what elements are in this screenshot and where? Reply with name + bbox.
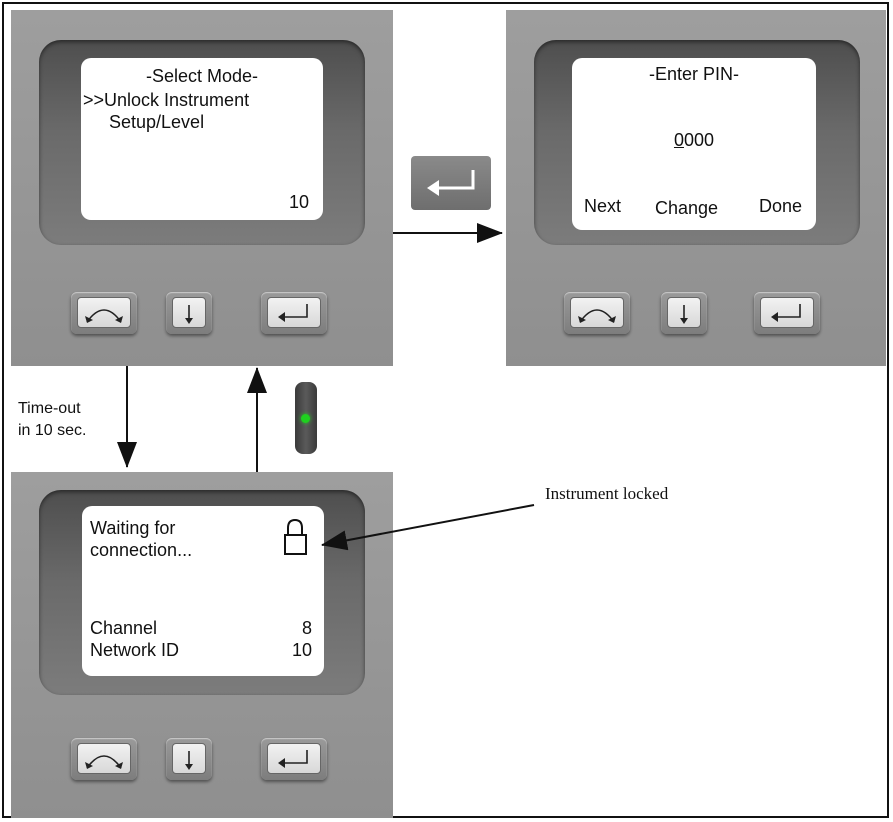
rotate-button[interactable] xyxy=(564,292,630,334)
waiting-screen: Waiting for connection... Channel 8 Netw… xyxy=(82,506,324,676)
softkey-next[interactable]: Next xyxy=(584,196,622,216)
down-button[interactable] xyxy=(661,292,707,334)
enter-arrow-icon xyxy=(771,304,801,322)
enter-button[interactable] xyxy=(261,292,327,334)
rotate-button[interactable] xyxy=(71,738,137,780)
softkey-done[interactable]: Done xyxy=(759,196,803,216)
timeout-label: Time-out in 10 sec. xyxy=(18,400,87,439)
softkey-change[interactable]: Change xyxy=(655,198,719,218)
rotate-button[interactable] xyxy=(71,292,137,334)
curved-arrow-icon xyxy=(85,309,123,323)
enter-button[interactable] xyxy=(754,292,820,334)
enter-pin-screen: -Enter PIN- 0000 Next Change Done xyxy=(572,58,816,230)
radio-module xyxy=(295,382,317,454)
enter-arrow-icon xyxy=(427,170,475,196)
instrument-locked-label: Instrument locked xyxy=(545,484,669,503)
enter-arrow-icon xyxy=(278,750,308,768)
network-id-label: Network ID xyxy=(90,640,180,660)
channel-label: Channel xyxy=(90,618,158,638)
enter-button[interactable] xyxy=(261,738,327,780)
down-button[interactable] xyxy=(166,292,212,334)
select-mode-screen: -Select Mode- >>Unlock Instrument Setup/… xyxy=(81,58,323,220)
enter-arrow-icon xyxy=(278,304,308,322)
unlock-instrument-option[interactable]: >>Unlock Instrument xyxy=(83,90,250,110)
down-arrow-icon xyxy=(185,305,193,324)
network-id-value: 10 xyxy=(291,640,312,660)
select-mode-title: -Select Mode- xyxy=(145,66,259,86)
down-arrow-icon xyxy=(680,305,688,324)
enter-pin-title: -Enter PIN- xyxy=(648,64,740,84)
pin-value[interactable]: 0000 xyxy=(572,130,816,150)
padlock-icon xyxy=(284,518,307,555)
enter-key-badge xyxy=(411,156,491,210)
select-mode-panel: -Select Mode- >>Unlock Instrument Setup/… xyxy=(11,10,393,366)
timeout-counter: 10 xyxy=(288,192,309,212)
down-button[interactable] xyxy=(166,738,212,780)
curved-arrow-icon xyxy=(85,755,123,769)
setup-level-option[interactable]: Setup/Level xyxy=(109,112,205,132)
pin-remaining-digits: 000 xyxy=(683,130,715,150)
down-arrow-icon xyxy=(185,751,193,770)
enter-pin-panel: -Enter PIN- 0000 Next Change Done xyxy=(506,10,886,366)
status-led xyxy=(301,414,310,423)
curved-arrow-icon xyxy=(578,309,616,323)
waiting-panel: Waiting for connection... Channel 8 Netw… xyxy=(11,472,393,818)
channel-value: 8 xyxy=(301,618,312,638)
pin-first-digit: 0 xyxy=(673,130,684,150)
waiting-line1: Waiting for xyxy=(90,518,176,538)
waiting-line2: connection... xyxy=(90,540,193,560)
